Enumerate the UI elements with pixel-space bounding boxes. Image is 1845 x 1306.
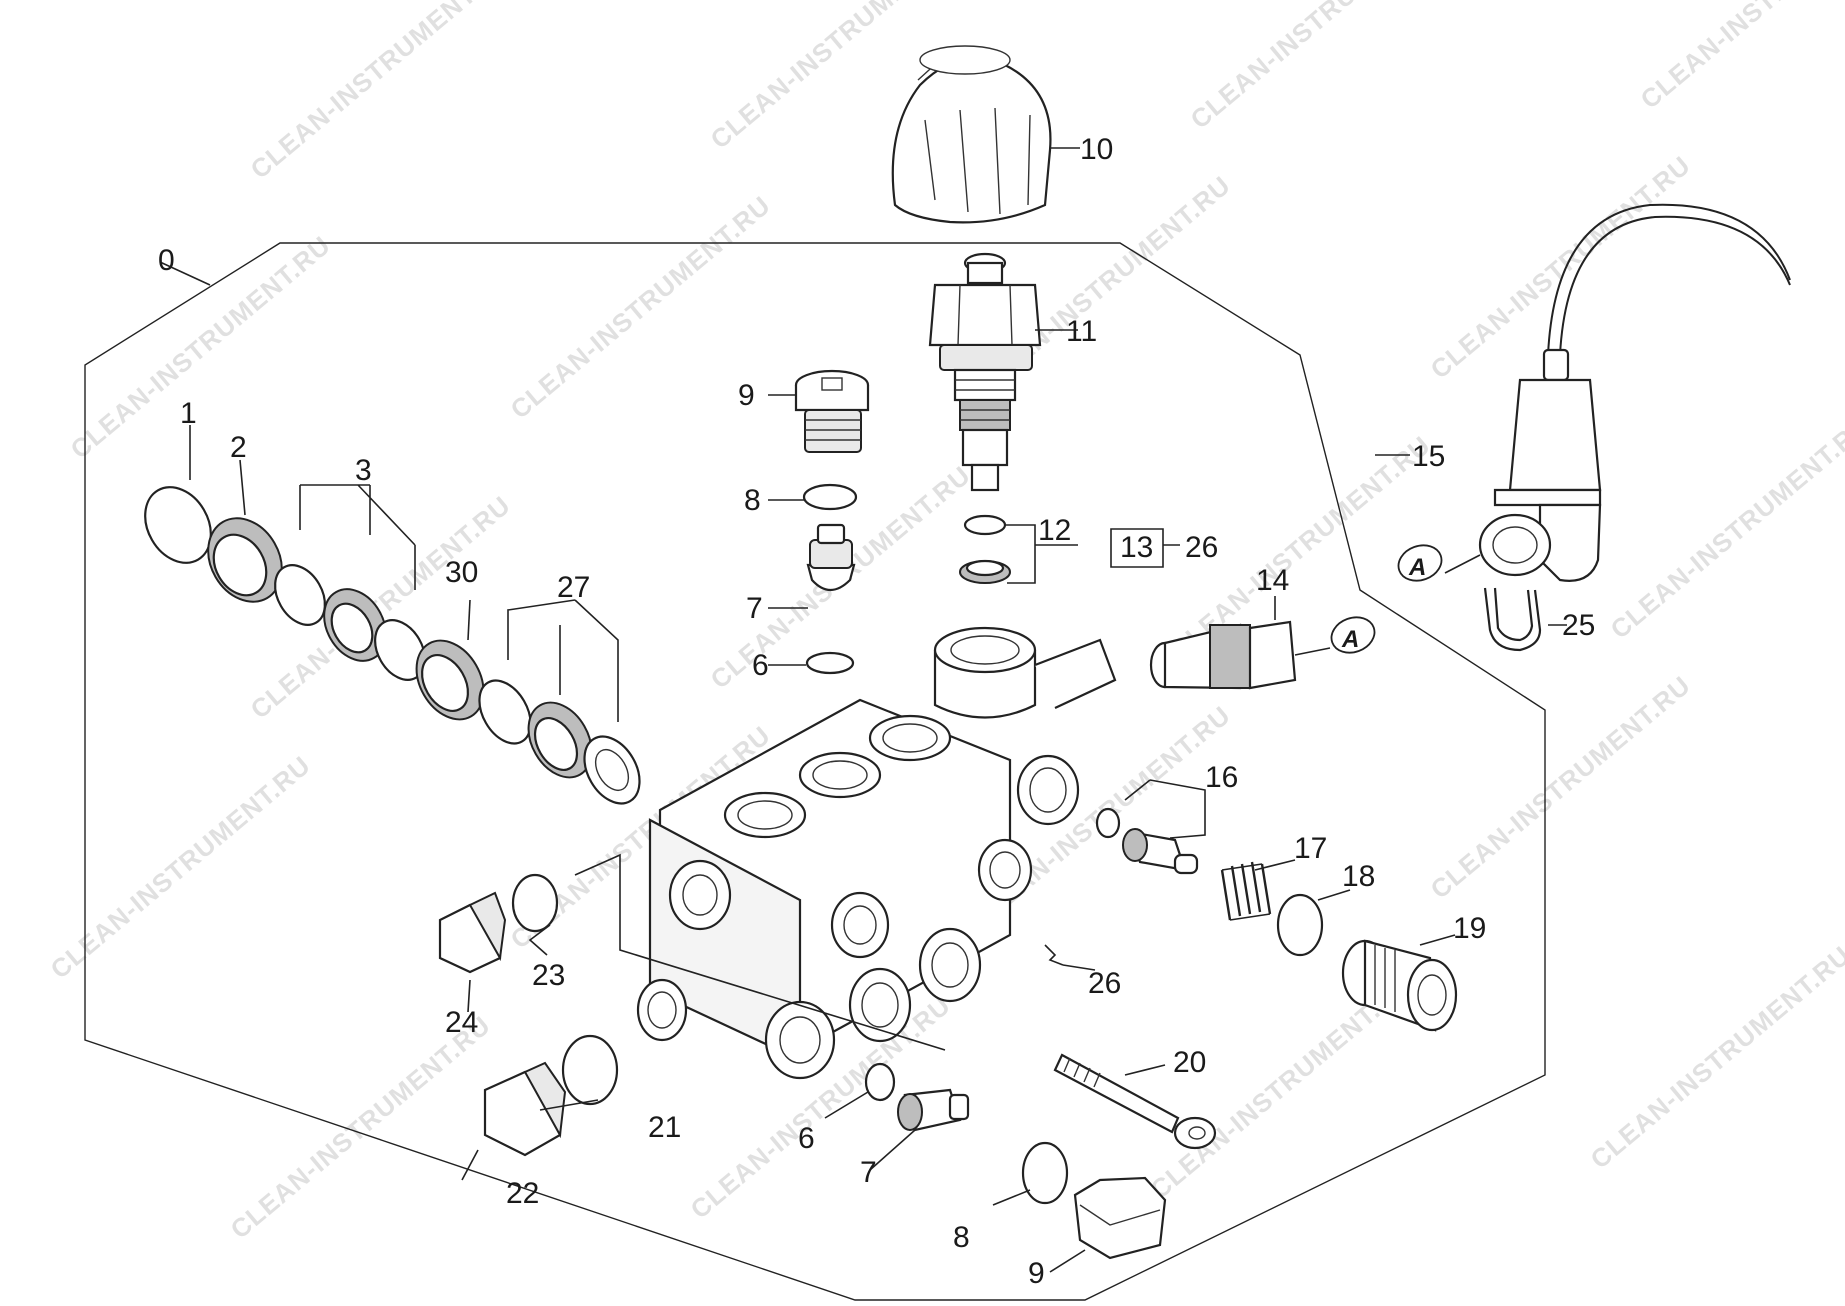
part-7-top-valve (806, 523, 856, 592)
part-6-top-oring (805, 651, 855, 675)
callout-10: 10 (1080, 133, 1113, 166)
callout-30: 30 (445, 556, 478, 589)
callout-8-bottom: 8 (953, 1221, 970, 1254)
part-15-switch (1478, 203, 1791, 582)
part-1-ring (144, 486, 212, 564)
callout-3: 3 (355, 454, 372, 487)
part-3-seal-kit (274, 564, 426, 681)
callout-16: 16 (1205, 761, 1238, 794)
part-8-bottom-oring (1021, 1141, 1069, 1205)
callout-22: 22 (506, 1177, 539, 1210)
callout-0: 0 (158, 244, 175, 277)
callout-23: 23 (532, 959, 565, 992)
part-24-plug (438, 891, 507, 974)
leader-lines (159, 147, 1567, 1273)
callout-6-top: 6 (752, 649, 769, 682)
callout-7-top: 7 (746, 592, 763, 625)
callout-26-bottom: 26 (1088, 967, 1121, 1000)
callout-1: 1 (180, 397, 197, 430)
part-18-ring (1276, 893, 1324, 957)
watermark-text: CLEAN-INSTRUMENT.RU (1425, 670, 1697, 905)
part-20-bolt (1053, 1053, 1217, 1150)
callout-9-bottom: 9 (1028, 1257, 1045, 1290)
part-7-bottom-valve (897, 1088, 970, 1132)
part-17-spring (1220, 861, 1272, 921)
callout-13: 13 (1120, 531, 1153, 564)
callout-21: 21 (648, 1111, 681, 1144)
part-11-valve (928, 252, 1042, 492)
part-13-seal (959, 559, 1011, 584)
callout-17: 17 (1294, 832, 1327, 865)
connector-a-switch: A (1397, 544, 1443, 582)
watermark-text: CLEAN-INSTRUMENT.RU (225, 1010, 497, 1245)
part-30-bushing (415, 639, 485, 721)
part-22-plug (483, 1061, 567, 1157)
part-2-bushing (207, 517, 283, 603)
watermark-text: CLEAN-INSTRUMENT.RU (1605, 410, 1845, 645)
svg-text:A: A (1341, 626, 1359, 653)
svg-text:A: A (1408, 554, 1426, 581)
callout-18: 18 (1342, 860, 1375, 893)
watermark-text: CLEAN-INSTRUMENT.RU (505, 190, 777, 425)
callout-8-top: 8 (744, 484, 761, 517)
part-25-clip (1483, 587, 1542, 652)
callout-9-top: 9 (738, 379, 755, 412)
callout-15: 15 (1412, 440, 1445, 473)
part-27-seal-kit (478, 679, 641, 805)
callout-2: 2 (230, 431, 247, 464)
callout-14: 14 (1256, 564, 1289, 597)
watermark-text: CLEAN-INSTRUMENT.RU (65, 230, 337, 465)
callout-6-bottom: 6 (798, 1122, 815, 1155)
callout-27: 27 (557, 571, 590, 604)
part-12-oring (963, 514, 1007, 536)
watermark-text: CLEAN-INSTRUMENT.RU (1585, 940, 1845, 1175)
callout-25: 25 (1562, 609, 1595, 642)
connector-a-head: A (1330, 616, 1376, 654)
assembly-boundary (84, 242, 1546, 1301)
part-21-ring (561, 1034, 619, 1106)
part-16-valve (1122, 828, 1199, 875)
part-19-fitting (1341, 939, 1458, 1032)
pump-head-body (636, 626, 1117, 1080)
callout-26-top: 26 (1185, 531, 1218, 564)
watermark-text: CLEAN-INSTRUMENT.RU (245, 0, 517, 185)
part-9-top-plug (794, 369, 870, 453)
part-8-top-oring (802, 483, 858, 511)
part-14-connector (1149, 620, 1297, 690)
callout-7-bottom: 7 (860, 1156, 877, 1189)
part-10-knob (891, 45, 1052, 224)
callout-11: 11 (1066, 315, 1097, 348)
watermark-text: CLEAN-INSTRUMENT.RU (1185, 0, 1457, 135)
callout-12: 12 (1038, 514, 1071, 547)
callout-20: 20 (1173, 1046, 1206, 1079)
part-6-bottom-oring (864, 1062, 896, 1102)
callout-19: 19 (1453, 912, 1486, 945)
part-23-ring (511, 873, 559, 933)
part-9-bottom-plug (1073, 1176, 1167, 1260)
callout-24: 24 (445, 1006, 478, 1039)
watermark-text: CLEAN-INSTRUMENT.RU (1635, 0, 1845, 115)
part-16-oring (1095, 807, 1121, 839)
